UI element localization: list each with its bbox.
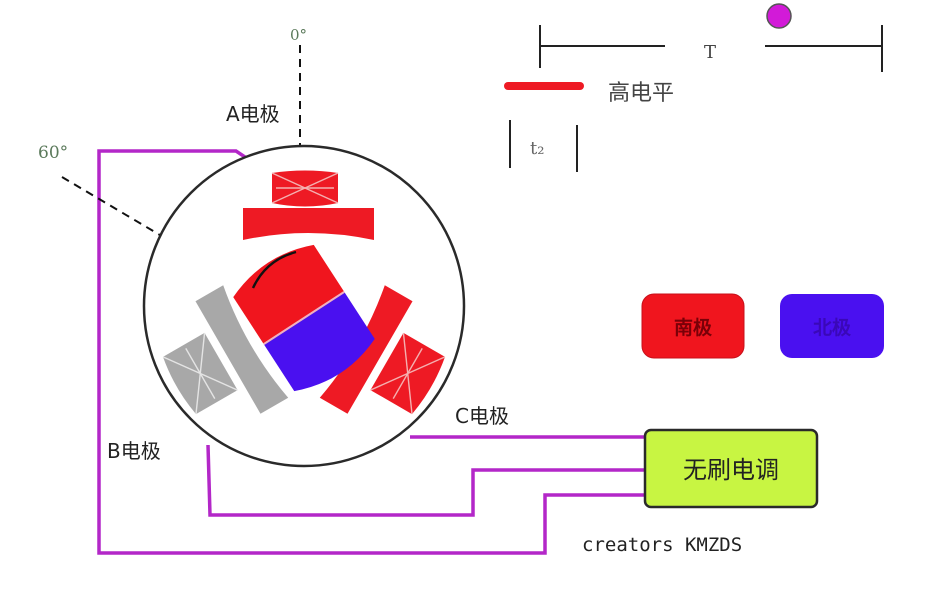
rotor-magnet [233,244,375,392]
electrode-a [243,170,374,240]
angle-60-label: 60° [38,143,68,163]
wire-b [206,444,648,517]
esc-controller-label: 无刷电调 [683,456,779,484]
high-level-label: 高电平 [608,81,674,106]
t2-label: t₂ [530,138,544,159]
t2-marker [509,120,578,172]
electrode-b-label: B电极 [107,439,161,463]
electrode-a-pole-face [243,208,374,240]
credit-text: creators KMZDS [582,534,742,556]
period-marker [539,25,883,72]
rotor-north-pole [263,291,375,392]
wire-a [97,149,648,555]
angle-0-label: 0° [290,26,307,44]
south-pole-label: 南极 [674,316,713,339]
rotation-arc [251,250,297,289]
rotor-south-pole [233,244,345,345]
electrode-a-label: A电极 [226,102,280,126]
north-pole-label: 北极 [813,316,852,339]
indicator-dot [766,3,792,29]
north-pole-swatch [780,294,884,358]
period-label: T [704,42,716,63]
electrode-b [162,285,289,415]
electrode-b-pole-face [195,285,289,414]
esc-controller-box [643,428,819,509]
electrode-c-label: C电极 [455,404,509,428]
south-pole-swatch [641,293,745,359]
wiring [97,149,648,555]
